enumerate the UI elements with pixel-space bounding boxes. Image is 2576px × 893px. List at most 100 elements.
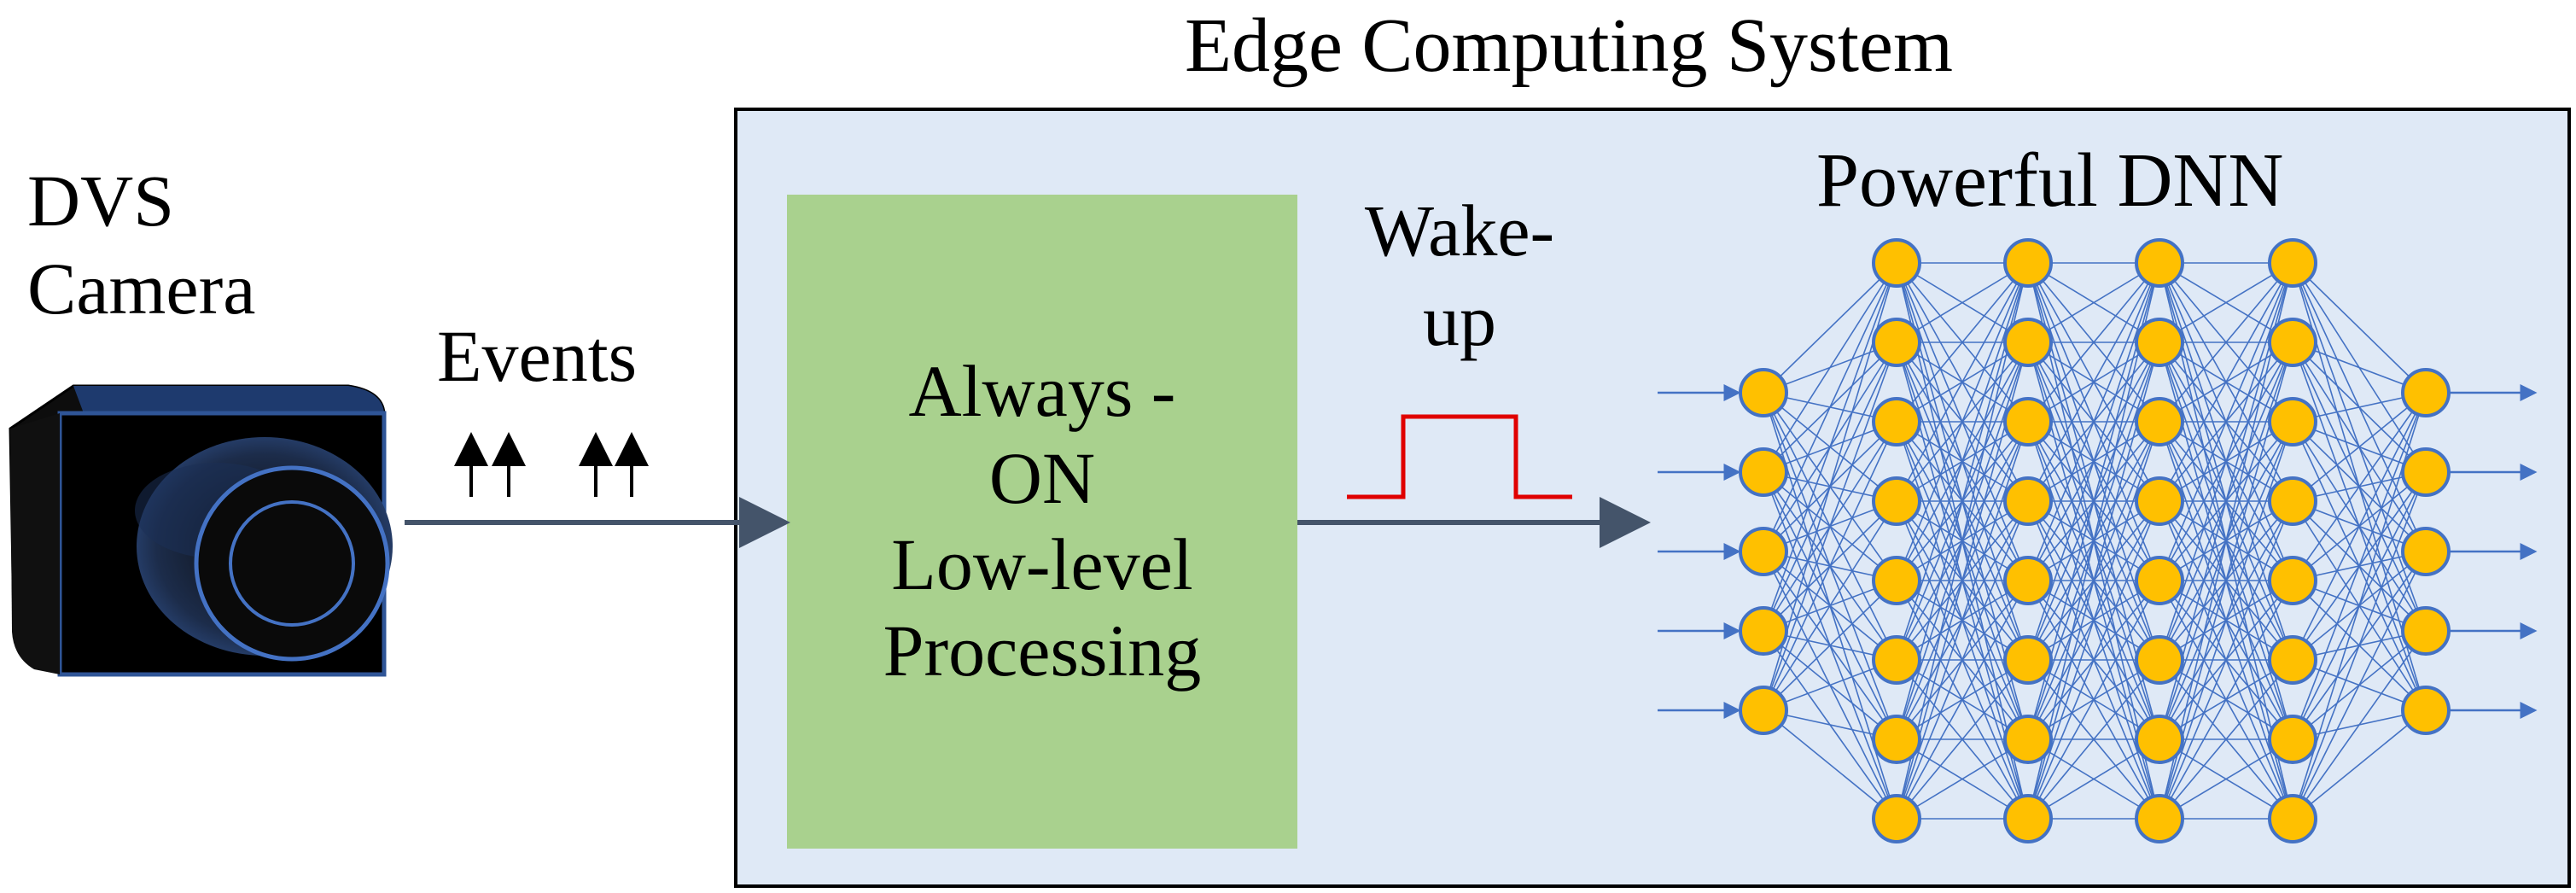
dnn-connection	[2292, 392, 2427, 740]
dnn-node	[2268, 238, 2317, 288]
wakeup-label-line1: Wake-	[1364, 190, 1555, 271]
dnn-connection	[2159, 421, 2293, 820]
dnn-connection	[2159, 262, 2293, 423]
dnn-node	[2135, 794, 2184, 843]
dnn-connection	[2027, 659, 2160, 820]
dnn-node	[2401, 368, 2451, 417]
dnn-node	[1872, 238, 1921, 288]
dnn-node	[2003, 238, 2053, 288]
dnn-connection	[1763, 262, 1897, 473]
dnn-node	[2268, 794, 2317, 843]
dnn-node	[2135, 715, 2184, 764]
dnn-connection	[2292, 392, 2427, 502]
dnn-label: Powerful DNN	[1816, 138, 2284, 223]
dnn-node	[2003, 794, 2053, 843]
dnn-connection	[2027, 262, 2160, 661]
dnn-node	[2135, 238, 2184, 288]
diagram-title: Edge Computing System	[1185, 3, 1953, 88]
dnn-connection	[1896, 580, 2029, 820]
dnn-node	[2401, 606, 2451, 656]
dnn-connection	[2292, 471, 2427, 820]
dnn-connection	[2292, 630, 2427, 820]
dvs-camera-label-line2: Camera	[27, 248, 256, 330]
dnn-node	[2401, 447, 2451, 497]
dnn-node	[2268, 715, 2317, 764]
dnn-node	[2003, 556, 2053, 605]
dnn-node	[2003, 318, 2053, 367]
always-on-processing-box: Always - ON Low-level Processing	[787, 195, 1297, 849]
dnn-connection	[1896, 262, 2029, 502]
wakeup-label-line2: up	[1423, 278, 1496, 361]
dnn-node	[2135, 397, 2184, 446]
always-on-line-1: Always -	[908, 350, 1176, 433]
dnn-connection	[2292, 392, 2427, 661]
dnn-node	[2401, 686, 2451, 735]
dnn-connection	[2292, 392, 2427, 581]
dnn-connection	[2027, 262, 2160, 423]
dnn-connection	[2027, 262, 2160, 581]
dnn-connection	[2027, 262, 2160, 343]
dnn-node	[2003, 715, 2053, 764]
dnn-node	[1739, 368, 1788, 417]
dnn-connection	[2027, 500, 2160, 820]
dnn-connection	[2027, 262, 2160, 502]
dnn-connection	[2027, 262, 2160, 820]
dnn-connection	[2027, 421, 2160, 820]
dnn-connection	[1763, 580, 1897, 711]
dnn-connection	[2159, 580, 2293, 820]
dnn-io-arrows	[1658, 384, 2538, 719]
dnn-node	[2268, 556, 2317, 605]
dnn-connection	[1896, 500, 2029, 820]
dnn-connection	[1763, 262, 1897, 552]
dnn-node	[2003, 476, 2053, 526]
dnn-connection	[1896, 421, 2029, 820]
dnn-connection	[2292, 392, 2427, 820]
dnn-node	[2135, 635, 2184, 685]
wakeup-label: Wake- up	[1332, 186, 1588, 365]
dnn-node	[1872, 556, 1921, 605]
dnn-nodes	[1739, 238, 2451, 843]
dnn-connection	[2159, 262, 2293, 581]
dnn-connection	[2027, 738, 2160, 820]
dnn-connection	[1896, 262, 2029, 423]
dnn-connection	[2159, 262, 2293, 820]
dnn-connection	[1763, 709, 1897, 820]
dvs-camera-icon	[9, 384, 393, 677]
dnn-node	[1739, 686, 1788, 735]
dnn-node	[2268, 397, 2317, 446]
dnn-connection	[2159, 738, 2293, 820]
dnn-connection	[2159, 262, 2293, 343]
dnn-node	[2268, 318, 2317, 367]
dnn-connection	[2159, 500, 2293, 820]
dnn-connection	[1896, 262, 2029, 581]
dnn-connection	[1896, 659, 2029, 820]
dvs-camera-label-line1: DVS	[27, 160, 175, 242]
dvs-camera-label: DVS Camera	[27, 157, 255, 333]
dnn-connection	[2159, 659, 2293, 820]
dnn-connection	[1763, 421, 1897, 711]
dnn-node	[2135, 476, 2184, 526]
dnn-connection	[2027, 580, 2160, 820]
dnn-connection	[1896, 262, 2029, 661]
dnn-connection	[1763, 262, 1897, 394]
dnn-connection	[2292, 262, 2427, 394]
dnn-connection	[2159, 262, 2293, 661]
dnn-node	[2135, 556, 2184, 605]
dnn-node	[2268, 635, 2317, 685]
wakeup-pulse	[1347, 414, 1572, 499]
dnn-connection	[2159, 262, 2293, 502]
dnn-connection	[2292, 709, 2427, 820]
dnn-connection	[1896, 262, 2029, 820]
event-spikes	[454, 432, 649, 497]
dnn-node	[1872, 794, 1921, 843]
dnn-node	[2003, 397, 2053, 446]
dnn-node	[1739, 447, 1788, 497]
dnn-node	[1872, 397, 1921, 446]
dnn-node	[2135, 318, 2184, 367]
events-label: Events	[437, 315, 638, 397]
dnn-connection	[1896, 262, 2029, 343]
dnn-node	[2268, 476, 2317, 526]
dnn-connection	[1896, 738, 2029, 820]
dnn-node	[2003, 635, 2053, 685]
